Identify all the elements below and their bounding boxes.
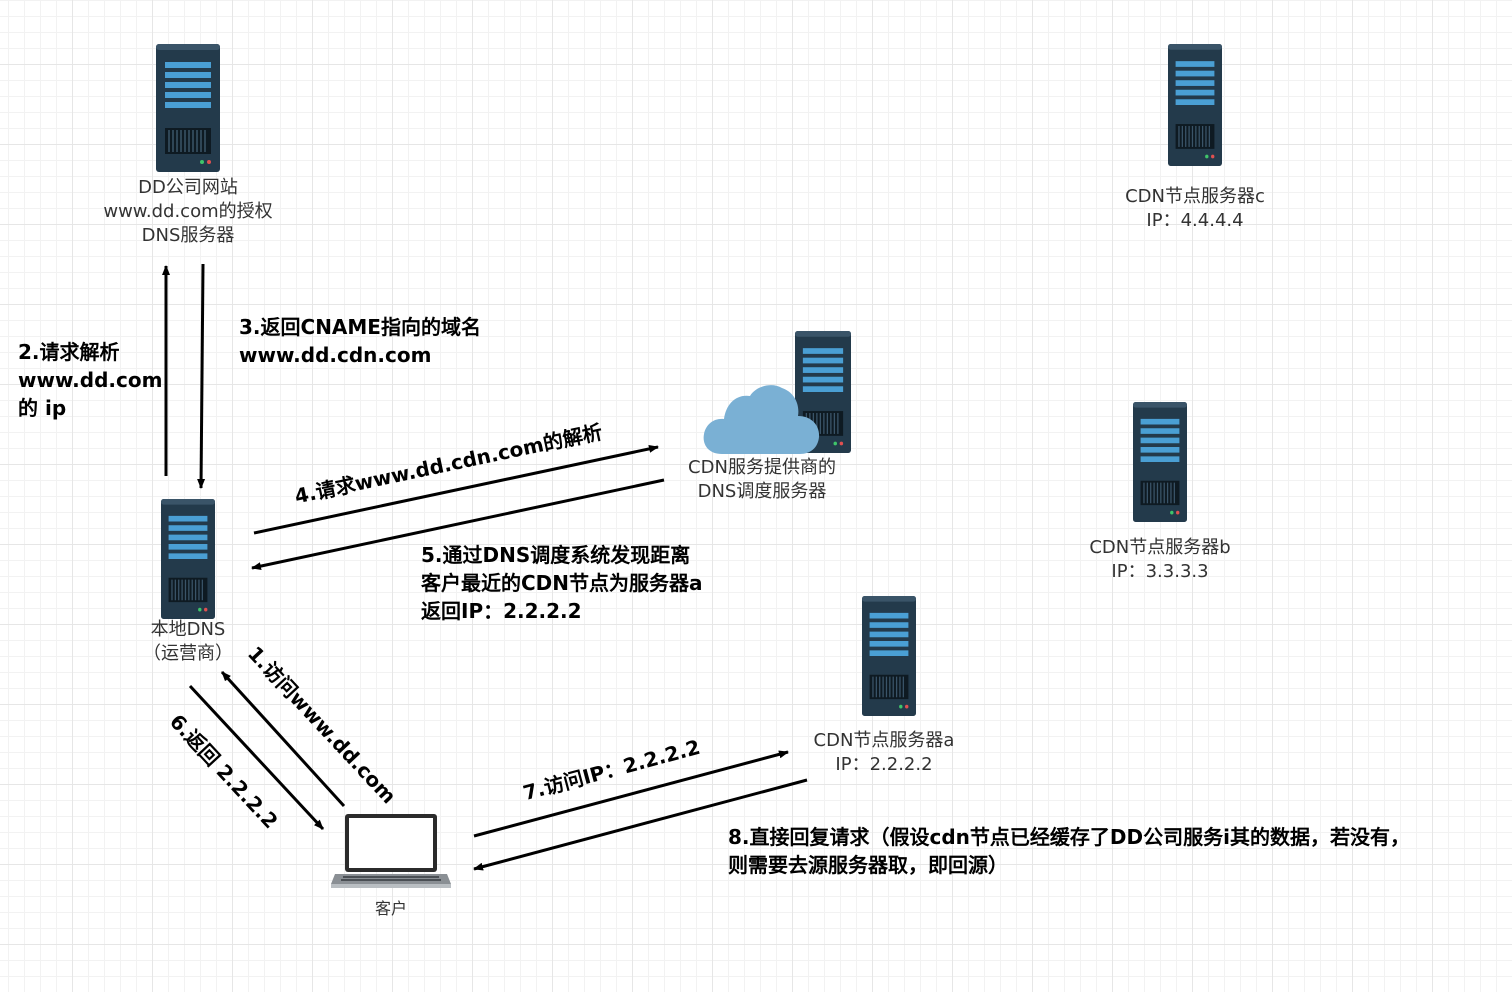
cdn-node-c-server-icon — [1168, 44, 1222, 166]
step-2-label: 2.请求解析 www.dd.com 的 ip — [18, 340, 163, 420]
arrow-local-to-cdn-dns — [253, 444, 659, 535]
arrow-cdn-a-to-client — [473, 778, 808, 871]
cdn-node-b-server-icon — [1133, 402, 1187, 522]
laptop-icon — [331, 814, 451, 888]
cdn-node-b-label: CDN节点服务器b IP：3.3.3.3 — [1089, 537, 1231, 582]
local-dns-server-icon — [161, 499, 215, 619]
arrow-client-to-local — [220, 670, 346, 808]
arrow-cdn-dns-to-local — [251, 478, 665, 571]
arrow-auth-to-local — [197, 263, 206, 489]
arrow-local-to-client — [188, 684, 325, 831]
step-8-label: 8.直接回复请求（假设cdn节点已经缓存了DD公司服务i其的数据，若没有， 则需… — [728, 825, 1410, 877]
cdn-node-a-server-icon — [862, 596, 916, 716]
step-3-label: 3.返回CNAME指向的域名 www.dd.cdn.com — [239, 315, 481, 367]
cdn-node-c-label: CDN节点服务器c IP：4.4.4.4 — [1125, 186, 1265, 231]
auth-dns-label: DD公司网站 www.dd.com的授权 DNS服务器 — [103, 177, 273, 246]
cdn-dns-label: CDN服务提供商的 DNS调度服务器 — [688, 457, 836, 502]
cdn-node-a-label: CDN节点服务器a IP：2.2.2.2 — [813, 730, 955, 775]
cloud-icon — [703, 385, 820, 454]
step-5-label: 5.通过DNS调度系统发现距离 客户最近的CDN节点为服务器a 返回IP：2.2… — [421, 543, 703, 623]
arrow-client-to-cdn-a — [473, 750, 789, 838]
local-dns-label: 本地DNS （运营商） — [143, 619, 233, 664]
auth-dns-server-icon — [156, 44, 220, 172]
client-label: 客户 — [374, 899, 408, 918]
